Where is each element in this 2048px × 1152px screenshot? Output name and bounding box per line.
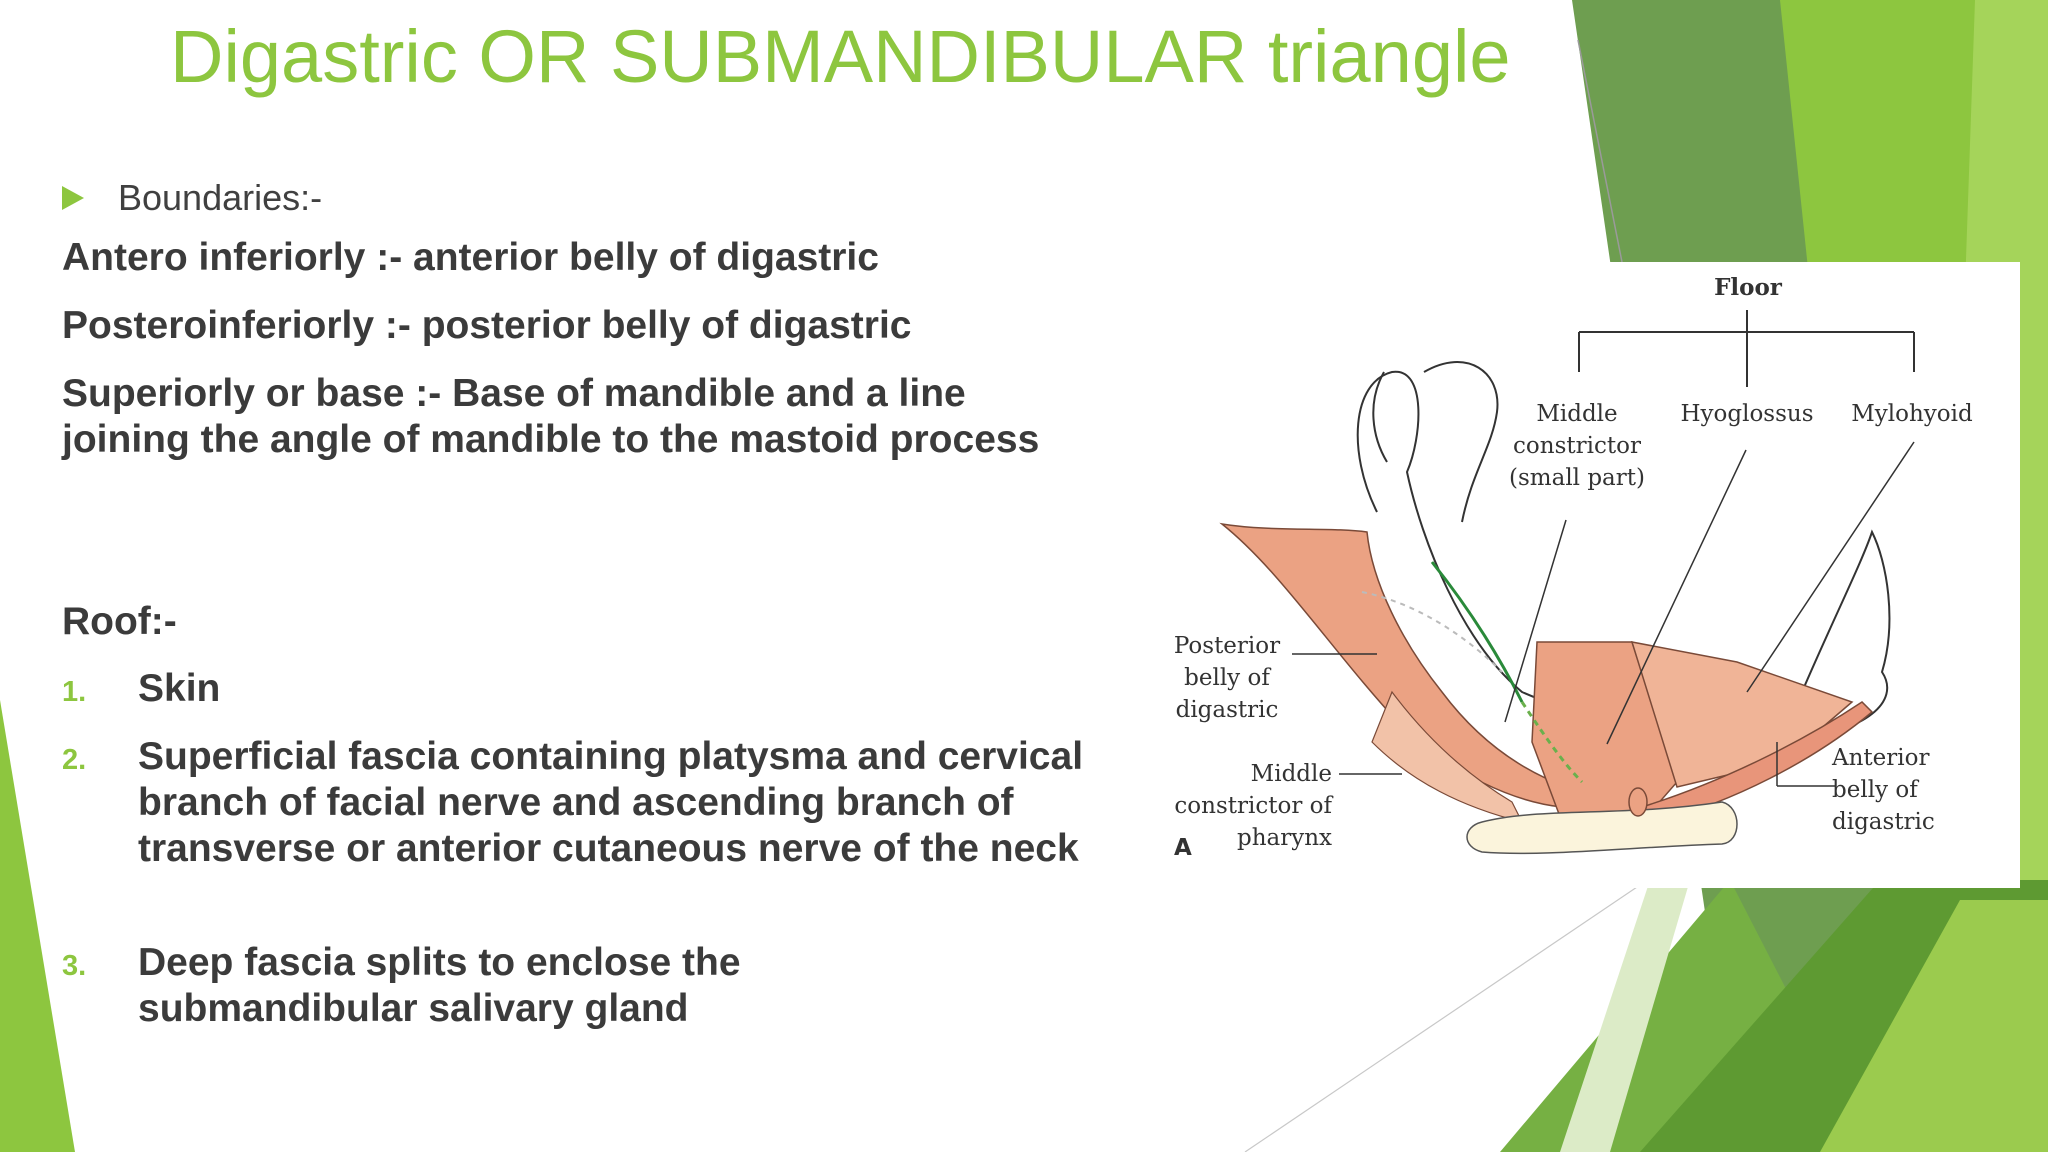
anterior-belly-muscle	[1640, 701, 1874, 823]
dashed-line	[1361, 591, 1503, 673]
label-anterior-belly-3: digastric	[1832, 809, 1935, 835]
label-anterior-belly-2: belly of	[1832, 777, 1918, 803]
leader-lines	[1292, 441, 1915, 787]
roof-item-number: 3.	[62, 950, 87, 982]
label-posterior-belly-2: belly of	[1184, 665, 1270, 691]
mastoid-outline	[1423, 361, 1499, 523]
roof-item: 1. Skin	[62, 666, 1102, 712]
roof-item: 3. Deep fascia splits to enclose the sub…	[62, 940, 1102, 1032]
floor-bracket	[1578, 310, 1915, 387]
roof-item-number: 2.	[62, 744, 87, 776]
triangle-bullet-icon	[62, 186, 84, 210]
roof-item-text: Deep fascia splits to enclose the subman…	[138, 941, 741, 1030]
deco-line-1	[1577, 39, 1623, 263]
roof-item-text: Skin	[138, 667, 221, 710]
boundary-posteroinferiorly: Posteroinferiorly :- posterior belly of …	[62, 304, 912, 347]
label-mylohyoid: Mylohyoid	[1851, 401, 1973, 427]
roof-item-number: 1.	[62, 676, 87, 708]
boundaries-heading: Boundaries:-	[118, 177, 323, 218]
intermediate-tendon	[1628, 787, 1648, 817]
slide-title: Digastric OR SUBMANDIBULAR triangle	[170, 15, 1511, 98]
label-panel-letter: A	[1174, 835, 1192, 861]
label-middle-constrictor-pharynx-1: Middle	[1250, 761, 1332, 787]
styloid-outline	[1372, 371, 1388, 463]
roof-item: 2. Superficial fascia containing platysm…	[62, 734, 1102, 872]
roof-heading: Roof:-	[62, 600, 177, 643]
boundary-antero-inferiorly: Antero inferiorly :- anterior belly of d…	[62, 236, 879, 279]
anatomy-figure: Floor Middle constrictor (small part) Hy…	[1162, 262, 2020, 888]
boundary-superiorly-base: Superiorly or base :- Base of mandible a…	[62, 372, 1040, 461]
label-posterior-belly-1: Posterior	[1173, 633, 1281, 659]
roof-item-text: Superficial fascia containing platysma a…	[138, 735, 1084, 870]
deco-line-2	[1244, 884, 1641, 1152]
posterior-belly-muscle	[1219, 522, 1568, 808]
label-anterior-belly-1: Anterior	[1832, 745, 1930, 771]
label-middle-constrictor-small-2: constrictor	[1513, 433, 1641, 459]
label-floor: Floor	[1714, 274, 1782, 301]
hyoid-bone	[1466, 801, 1738, 855]
deco-shape-left	[0, 700, 75, 1152]
label-posterior-belly-3: digastric	[1175, 697, 1279, 723]
label-hyoglossus: Hyoglossus	[1680, 401, 1814, 427]
submandibular-triangle-illustration	[1219, 310, 1915, 855]
deco-shape-bottom-3	[1820, 900, 2048, 1152]
nerve-dashed	[1520, 701, 1584, 784]
label-middle-constrictor-small-3: (small part)	[1509, 465, 1645, 491]
label-middle-constrictor-pharynx-2: constrictor of	[1174, 793, 1332, 819]
deco-shape-pale	[1560, 880, 1690, 1152]
label-middle-constrictor-small-1: Middle	[1536, 401, 1618, 427]
label-middle-constrictor-pharynx-3: pharynx	[1236, 825, 1332, 851]
boundaries-bullet-row: Boundaries:-	[62, 176, 322, 220]
